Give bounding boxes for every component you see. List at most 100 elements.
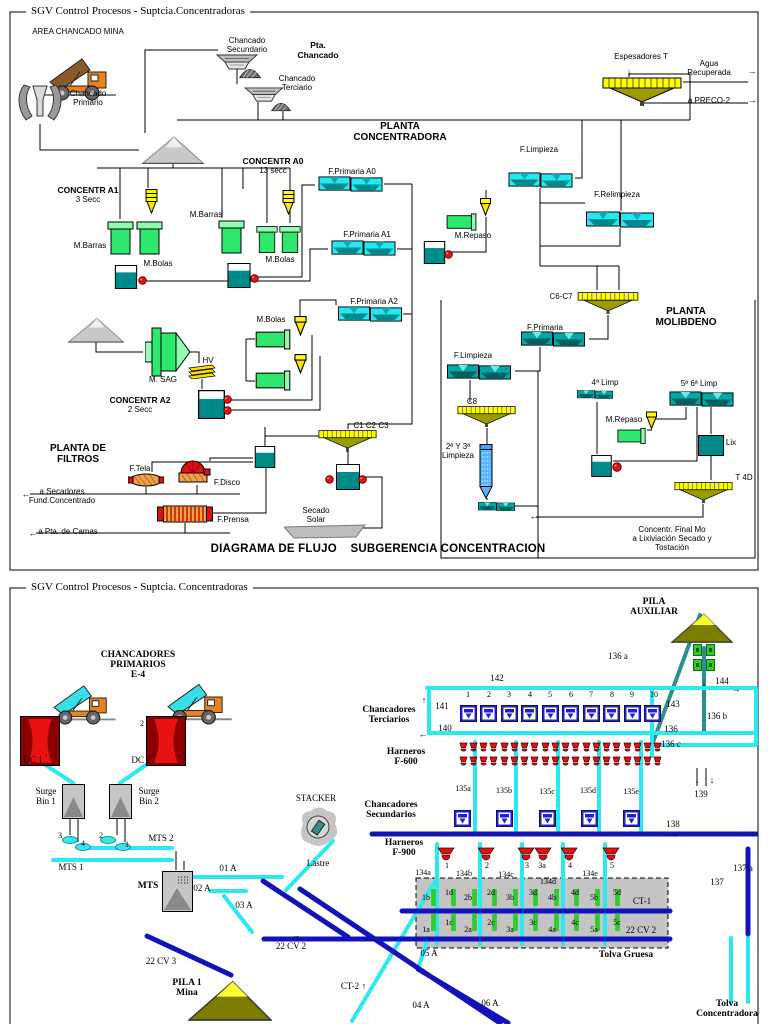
disc-filter-icon [178,460,211,483]
feeder-bar-icon [451,914,456,931]
harnero-f900-icon [437,847,455,861]
primary-crusher-2-icon [146,716,186,766]
cyclone-icon [145,189,158,214]
tertiary-crusher-icon [501,705,518,722]
ore-pile-icon [271,102,291,112]
pila-1-mina-icon [188,980,272,1022]
feeder-icon [115,843,131,851]
feeder-bar-icon [554,914,559,931]
pump-icon [223,406,232,415]
pila-auxiliar-icon [670,613,734,643]
tertiary-crusher-icon [583,705,600,722]
cyclone-icon [480,198,491,216]
primary-crusher-1-icon [20,716,60,766]
tertiary-crusher-icon [460,705,477,722]
pump-icon [358,475,367,484]
flotation-column-icon [479,444,493,499]
flotation-bank-icon [669,391,734,407]
secondary-crusher-icon [581,810,598,827]
secondary-crusher-icon [496,810,513,827]
top-flow-lines [30,49,756,559]
feeder-bar-icon [513,914,518,931]
flotation-cell-icon [577,390,613,399]
feeder-bar-icon [472,914,477,931]
ball-mill-icon [136,221,163,255]
feeder-bar-icon [595,889,600,906]
feeder-bar-icon [574,914,579,931]
feeder-block-icon [693,644,702,656]
tertiary-crusher-icon [542,705,559,722]
rod-mill-icon [218,220,245,254]
feeder-block-icon [706,659,715,671]
bottom-equipment-layer [20,613,734,1022]
surge-bin-1-icon [62,784,85,819]
panel-frames [9,11,759,1024]
thickener-t4d-icon [674,482,733,503]
harnero-f600-icon [479,742,498,766]
stockpile-icon [68,317,124,343]
harnero-f600-icon [561,742,580,766]
rod-mill-icon [107,221,134,255]
pump-icon [444,250,453,259]
secondary-crusher-icon [623,810,640,827]
ball-mill-icon [279,226,301,253]
ball-mill-icon [255,370,291,391]
thickener-c8-icon [457,406,516,427]
feeder-bar-icon [431,914,436,931]
regrind-mill-icon [446,213,477,231]
sump-tank-icon [227,263,251,288]
pump-icon [250,274,259,283]
feeder-icon [75,843,91,851]
feeder-bar-icon [533,914,538,931]
lix-tank-icon [698,435,724,456]
flotation-bank-icon [318,176,383,192]
feeder-bar-icon [492,889,497,906]
bottom-flow-lines [22,613,759,1024]
sump-tank-icon [336,464,360,490]
feeder-bar-icon [492,914,497,931]
flotation-bank-icon [520,331,586,347]
cyclone-icon [294,316,307,336]
thickener-c6c7-icon [577,292,639,314]
top-equipment-layer [18,54,734,539]
harnero-f600-icon [602,742,621,766]
press-filter-icon [157,505,213,523]
secondary-crusher-icon [454,810,471,827]
feeder-bar-icon [574,889,579,906]
tertiary-crusher-icon [603,705,620,722]
hv-screen-icon [188,364,216,379]
tertiary-crusher-icon [521,705,538,722]
feeder-icon [62,836,78,844]
regrind-mill-icon [617,427,646,445]
harnero-f600-icon [520,742,539,766]
feeder-bar-icon [451,889,456,906]
feeder-block-icon [706,644,715,656]
mts-bin-icon [162,871,193,912]
belt-filter-icon [128,473,164,487]
tertiary-screen-icon [244,87,284,102]
pump-icon [612,462,622,472]
harnero-f900-icon [534,847,552,861]
stockpile-icon [141,136,205,164]
feeder-bar-icon [472,889,477,906]
thickener-espesadores-icon [602,77,682,106]
cyclone-icon [294,354,307,374]
sump-tank-icon [254,446,276,468]
feeder-bar-icon [615,914,620,931]
flotation-bank-icon [508,172,573,188]
sump-tank-icon [198,390,225,419]
tertiary-crusher-icon [480,705,497,722]
tertiary-crusher-icon [562,705,579,722]
flotation-bank-icon [446,364,512,380]
tertiary-crusher-icon [624,705,641,722]
sump-tank-icon [591,455,612,477]
feeder-bar-icon [615,889,620,906]
sag-mill-icon [145,327,190,377]
secondary-crusher-icon [539,810,556,827]
flotation-bank-icon [331,240,396,256]
pump-icon [325,475,334,484]
feeder-bar-icon [513,889,518,906]
secondary-screen-icon [216,54,258,70]
feeder-bar-icon [595,914,600,931]
